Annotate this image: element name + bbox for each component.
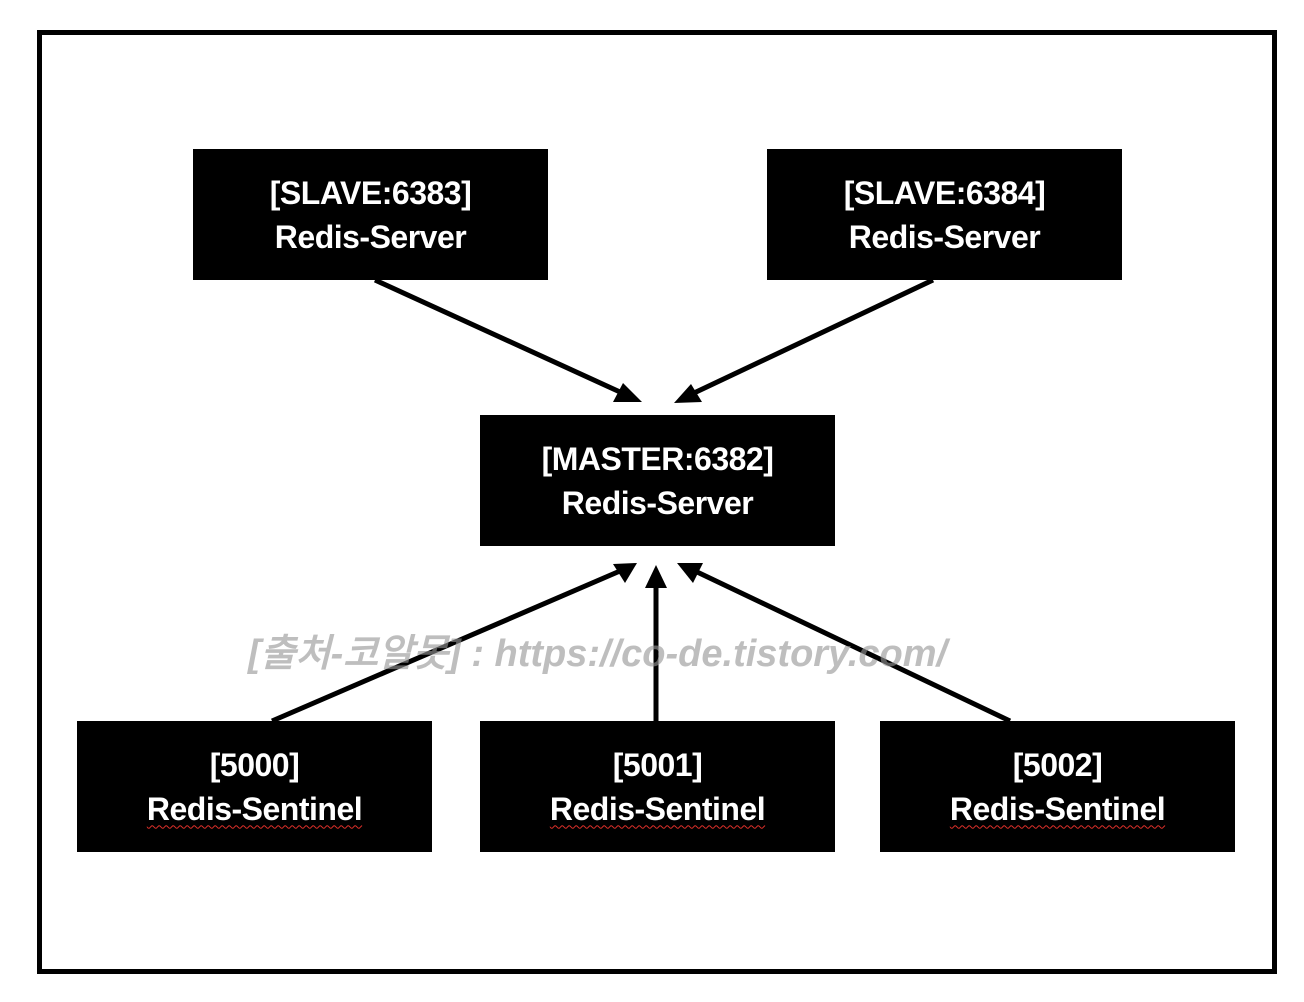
node-sentinel-5002-role: Redis-Sentinel [949,790,1166,827]
node-sentinel-5000-role: Redis-Sentinel [146,790,363,827]
node-sentinel-5001-role: Redis-Sentinel [549,790,766,827]
node-slave-6384-role: Redis-Server [848,218,1041,255]
node-master-6382-title: [MASTER:6382] [541,440,774,477]
node-master-6382-role: Redis-Server [561,484,754,521]
node-slave-6383: [SLAVE:6383] Redis-Server [193,149,548,280]
node-sentinel-5000-title: [5000] [209,746,300,783]
source-watermark: [출처-코알못] : https://co-de.tistory.com/ [248,633,948,675]
node-sentinel-5002: [5002] Redis-Sentinel [880,721,1235,852]
node-sentinel-5002-title: [5002] [1012,746,1103,783]
node-slave-6384-title: [SLAVE:6384] [843,174,1046,211]
node-slave-6383-title: [SLAVE:6383] [269,174,472,211]
node-sentinel-5001: [5001] Redis-Sentinel [480,721,835,852]
node-slave-6383-role: Redis-Server [274,218,467,255]
node-sentinel-5001-title: [5001] [612,746,703,783]
diagram-frame [37,30,1277,974]
node-master-6382: [MASTER:6382] Redis-Server [480,415,835,546]
node-slave-6384: [SLAVE:6384] Redis-Server [767,149,1122,280]
node-sentinel-5000: [5000] Redis-Sentinel [77,721,432,852]
